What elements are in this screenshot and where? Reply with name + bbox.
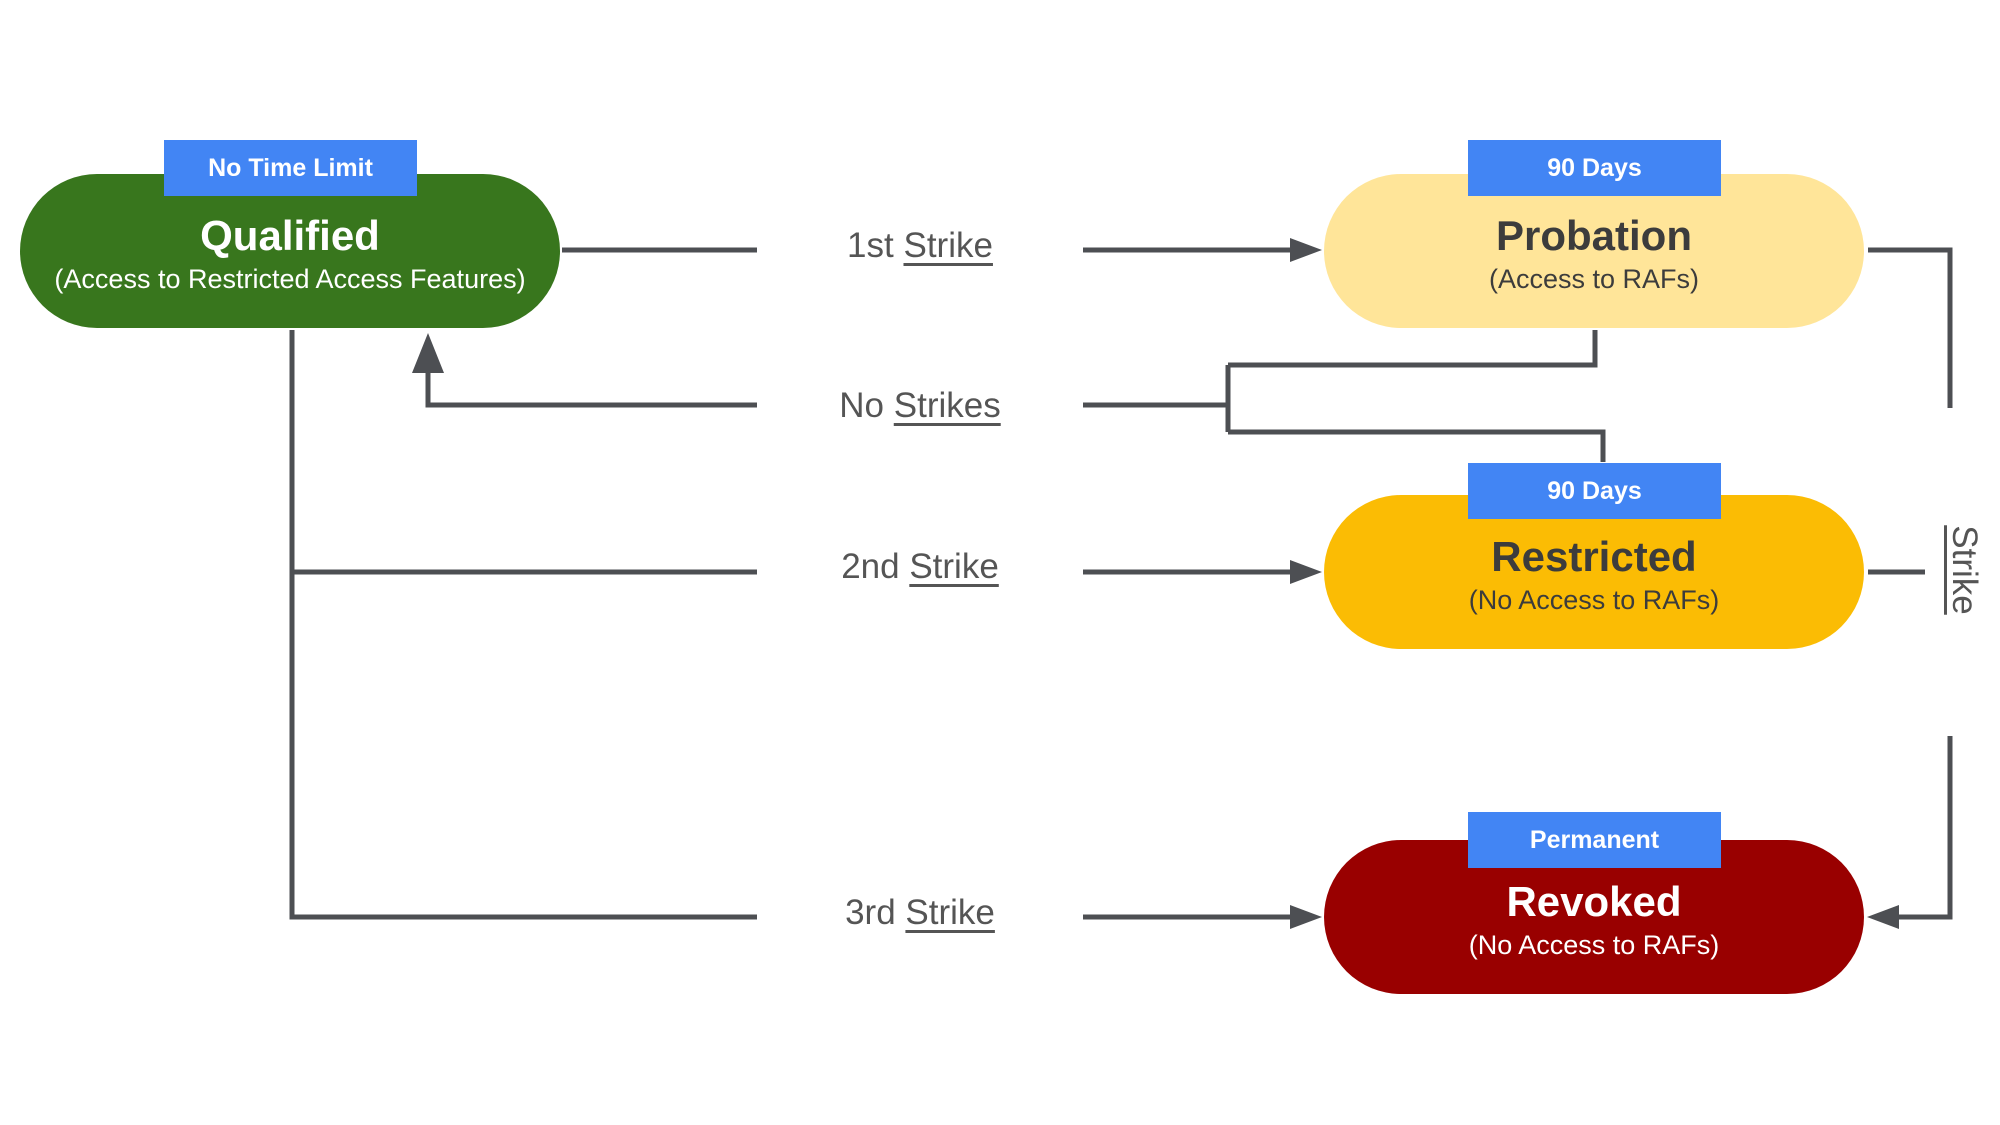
state-revoked-title: Revoked — [1506, 878, 1682, 925]
arrowhead-qualified — [412, 333, 444, 373]
label-third-strike-word: Strike — [905, 893, 995, 932]
state-qualified: Qualified (Access to Restricted Access F… — [20, 174, 560, 328]
label-side-strike-word: Strike — [1945, 525, 1984, 615]
label-first-strike: 1st Strike — [755, 224, 1085, 268]
arrowhead-revoked-left — [1290, 905, 1322, 929]
label-third-strike-prefix: 3rd — [845, 893, 896, 932]
arrowhead-revoked-right — [1867, 905, 1899, 929]
line-no-strikes-to-qualified — [425, 360, 757, 408]
state-probation-subtitle: (Access to RAFs) — [1488, 264, 1700, 294]
label-no-strikes: No Strikes — [755, 384, 1085, 428]
state-revoked-subtitle: (No Access to RAFs) — [1468, 930, 1720, 960]
label-third-strike: 3rd Strike — [755, 891, 1085, 935]
state-qualified-subtitle: (Access to Restricted Access Features) — [54, 264, 526, 294]
label-second-strike-word: Strike — [909, 547, 999, 586]
tag-no-time-limit: No Time Limit — [164, 140, 417, 196]
state-restricted-subtitle: (No Access to RAFs) — [1468, 585, 1720, 615]
label-side-strike: Strike — [1944, 525, 1984, 614]
state-restricted: Restricted (No Access to RAFs) — [1324, 495, 1864, 649]
state-restricted-title: Restricted — [1491, 533, 1697, 580]
line-qualified-trunk — [289, 330, 757, 920]
state-probation: Probation (Access to RAFs) — [1324, 174, 1864, 328]
label-second-strike-prefix: 2nd — [841, 547, 900, 586]
label-no-strikes-prefix: No — [839, 386, 885, 425]
label-second-strike: 2nd Strike — [755, 545, 1085, 589]
line-probation-side-upper — [1868, 247, 1953, 408]
tag-restricted-duration: 90 Days — [1468, 463, 1721, 519]
label-no-strikes-word: Strikes — [893, 386, 1001, 425]
label-first-strike-prefix: 1st — [847, 226, 894, 265]
tag-probation-duration: 90 Days — [1468, 140, 1721, 196]
arrowhead-restricted — [1290, 560, 1322, 584]
state-qualified-title: Qualified — [200, 212, 380, 259]
state-probation-title: Probation — [1496, 212, 1692, 259]
tag-permanent: Permanent — [1468, 812, 1721, 868]
arrowhead-probation — [1290, 238, 1322, 262]
line-probation-to-bracket — [1228, 330, 1598, 368]
line-restricted-to-bracket — [1228, 429, 1606, 462]
line-side-lower-to-revoked — [1895, 736, 1953, 920]
label-first-strike-word: Strike — [903, 226, 993, 265]
